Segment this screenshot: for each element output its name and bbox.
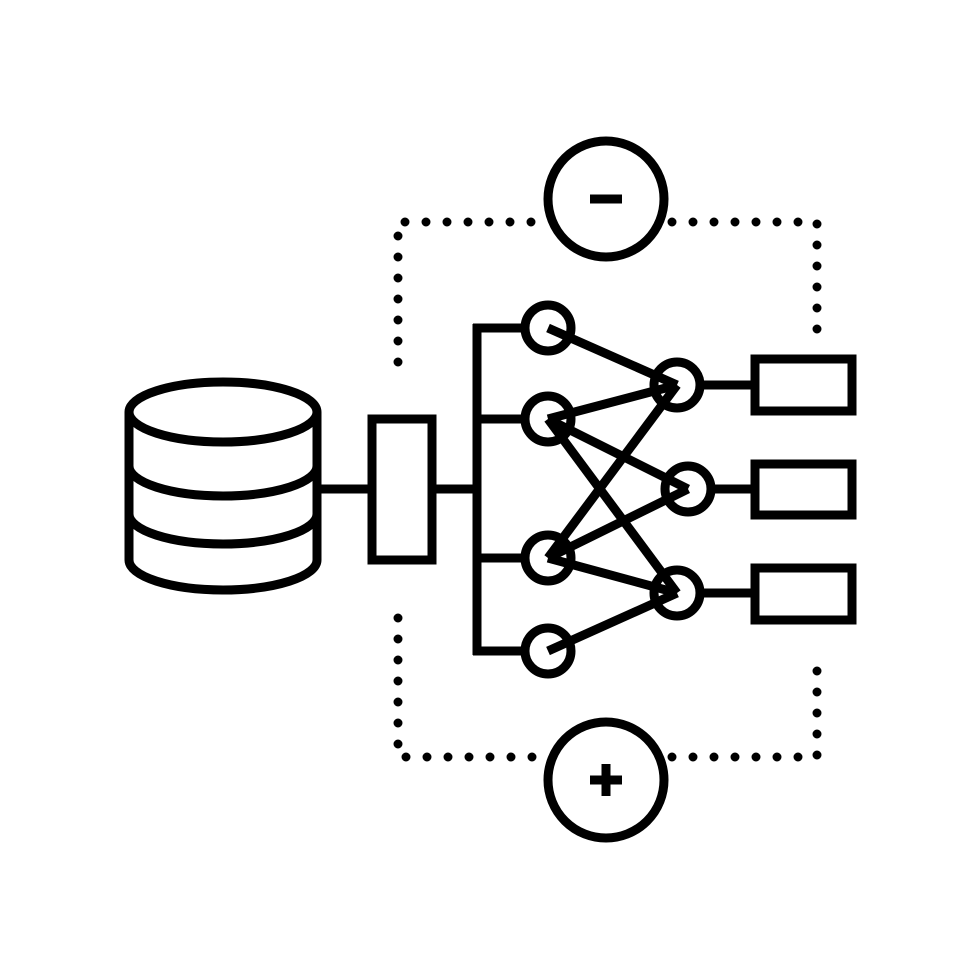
network-node: [520, 530, 576, 586]
output-box: [750, 354, 857, 416]
input-bus: [472, 323, 526, 656]
feedback-loop-top: [393, 217, 822, 367]
database-icon: [124, 377, 322, 595]
feedback-loop-bottom: [393, 613, 822, 762]
processing-block: [367, 414, 437, 565]
outputs: [700, 354, 857, 625]
output-box: [750, 563, 857, 625]
output-box: [750, 459, 857, 520]
plus-icon: [543, 717, 669, 843]
network-node: [520, 391, 576, 447]
network-node: [520, 623, 576, 679]
network-node: [520, 300, 576, 356]
minus-icon: [543, 136, 669, 262]
input-layer: [520, 300, 576, 679]
